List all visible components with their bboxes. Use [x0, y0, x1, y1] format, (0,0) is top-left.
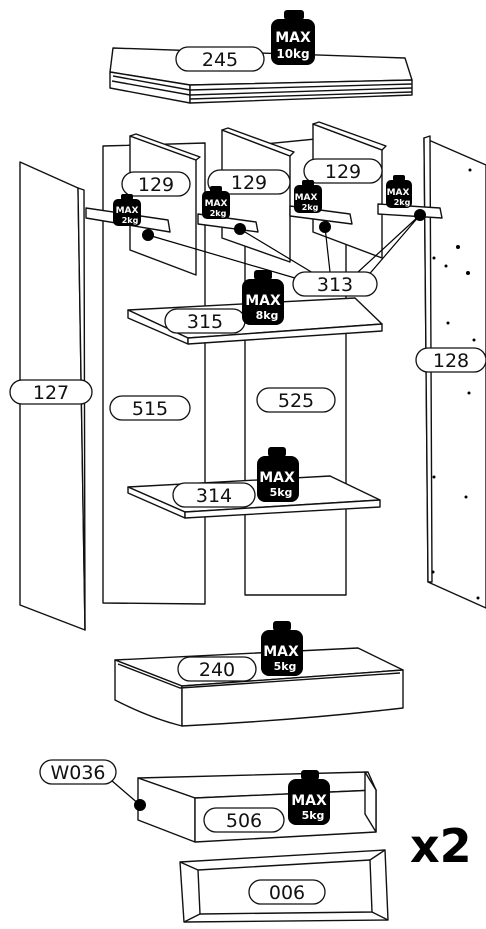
weight-max-small-1: MAX [116, 206, 139, 216]
part-label-shelf-mid: 129 [231, 172, 267, 194]
label-oval-back-right [256, 387, 336, 413]
weight-max-plinth: MAX [263, 644, 299, 660]
weight-icon-plinth: MAX 5kg [261, 621, 303, 676]
weight-icon-small-1: MAX 2kg [113, 194, 141, 226]
part-label-back-right: 525 [278, 390, 314, 412]
label-oval-handle [39, 759, 117, 785]
label-oval-back-left [109, 395, 191, 421]
weight-max-upper-shelf: MAX [245, 293, 281, 309]
weight-icon-upper-shelf: MAX 8kg [242, 270, 284, 325]
label-oval-top [175, 46, 265, 72]
part-label-drawer-front: 006 [269, 882, 305, 904]
part-label-upper-shelf: 315 [187, 311, 223, 333]
part-label-shelf-left: 129 [138, 174, 174, 196]
plinth [114, 647, 404, 727]
label-oval-plinth [177, 656, 257, 682]
part-label-top: 245 [202, 49, 238, 71]
weight-max-mid-shelf: MAX [259, 470, 295, 486]
weight-value-small-1: 2kg [122, 216, 139, 225]
weight-max-small-4: MAX [387, 188, 410, 198]
part-label-mid-shelf: 314 [196, 485, 232, 507]
weight-max-drawer: MAX [291, 793, 327, 809]
weight-value-small-4: 2kg [394, 198, 411, 207]
label-oval-shelf-mid [207, 169, 291, 195]
part-label-back-left: 515 [132, 398, 168, 420]
part-label-shelf-right: 129 [325, 161, 361, 183]
divider-mid [221, 127, 295, 263]
weight-icon-small-3: MAX 2kg [294, 180, 322, 213]
weight-max-top: MAX [275, 30, 311, 46]
part-label-plinth: 240 [199, 659, 235, 681]
weight-value-small-2: 2kg [210, 209, 227, 218]
label-oval-shelf-left [121, 171, 191, 197]
part-label-drawer-box: 506 [226, 810, 262, 832]
weight-value-plinth: 5kg [274, 660, 297, 673]
connector-dots [134, 209, 426, 811]
weight-icon-drawer: MAX 5kg [288, 770, 330, 825]
part-label-right-side: 128 [433, 350, 469, 372]
weight-icon-mid-shelf: MAX 5kg [257, 447, 299, 502]
weight-value-top: 10kg [276, 47, 309, 61]
hole-marks [431, 168, 480, 600]
label-oval-left-side [9, 379, 93, 405]
weight-value-drawer: 5kg [302, 809, 325, 822]
weight-value-mid-shelf: 5kg [270, 486, 293, 499]
label-oval-connectors [292, 271, 378, 297]
weight-max-small-3: MAX [295, 193, 318, 203]
part-label-left-side: 127 [33, 382, 69, 404]
part-label-connectors: 313 [317, 274, 353, 296]
weight-value-small-3: 2kg [302, 203, 319, 212]
part-label-handle: W036 [50, 762, 105, 784]
weight-max-small-2: MAX [205, 199, 228, 209]
weight-icon-small-2: MAX 2kg [202, 186, 230, 219]
weight-icon-top: MAX 10kg [271, 10, 315, 65]
weight-icon-small-4: MAX 2kg [386, 175, 412, 208]
weight-value-upper-shelf: 8kg [256, 309, 279, 322]
quantity-label: x2 [410, 819, 472, 873]
label-oval-right-side [415, 347, 486, 373]
label-oval-shelf-right [303, 158, 383, 184]
label-oval-drawer-box [203, 807, 285, 833]
label-oval-mid-shelf [172, 482, 256, 508]
label-oval-drawer-front [248, 879, 326, 905]
